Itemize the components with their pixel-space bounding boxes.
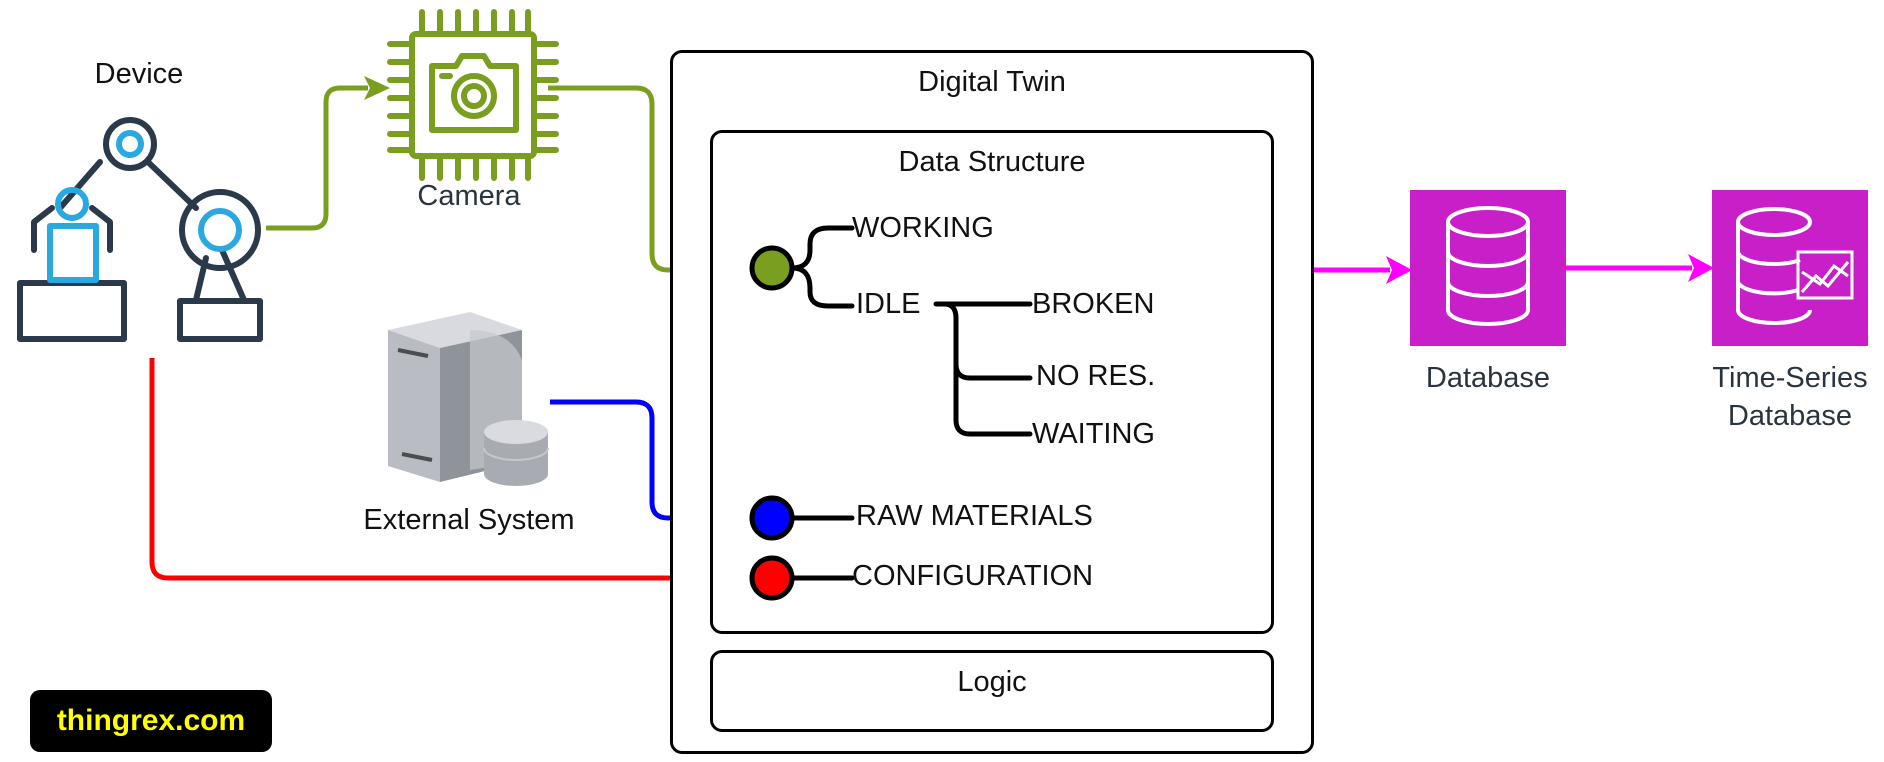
brand-text: thingrex.com: [56, 704, 246, 737]
database-icon: [1410, 190, 1566, 346]
external-system-label: External System: [363, 504, 575, 536]
external-to-raw-materials-arrow: [550, 399, 728, 521]
configuration-node: [749, 555, 795, 601]
digital-twin-title: Digital Twin: [918, 66, 1066, 98]
state-broken: BROKEN: [1032, 288, 1155, 320]
state-working: WORKING: [852, 212, 994, 244]
robot-arm-icon: [17, 117, 263, 342]
state-no-res: NO RES.: [1036, 360, 1156, 392]
configuration-label: CONFIGURATION: [852, 560, 1094, 592]
camera-label: Camera: [417, 180, 521, 212]
brand-badge[interactable]: thingrex.com: [30, 690, 272, 752]
database-label: Database: [1425, 362, 1551, 394]
device-to-camera-arrow: [266, 85, 368, 231]
data-structure-box: [710, 130, 1274, 634]
camera-chip-icon: [387, 9, 559, 181]
state-node: [749, 245, 795, 291]
camera-to-node-arrow: [548, 85, 728, 273]
state-waiting: WAITING: [1032, 418, 1155, 450]
server-icon: [388, 312, 549, 486]
logic-title: Logic: [957, 666, 1027, 698]
device-to-configuration-arrow: [149, 358, 728, 581]
data-structure-title: Data Structure: [898, 146, 1086, 178]
state-idle: IDLE: [856, 288, 921, 320]
timeseries-label-line1: Time-Series: [1712, 362, 1868, 394]
raw-materials-label: RAW MATERIALS: [856, 500, 1093, 532]
timeseries-label-line2: Database: [1727, 400, 1853, 432]
raw-materials-node: [749, 495, 795, 541]
time-series-database-icon: [1712, 190, 1868, 346]
logic-box: [710, 650, 1274, 732]
device-label: Device: [94, 58, 184, 90]
